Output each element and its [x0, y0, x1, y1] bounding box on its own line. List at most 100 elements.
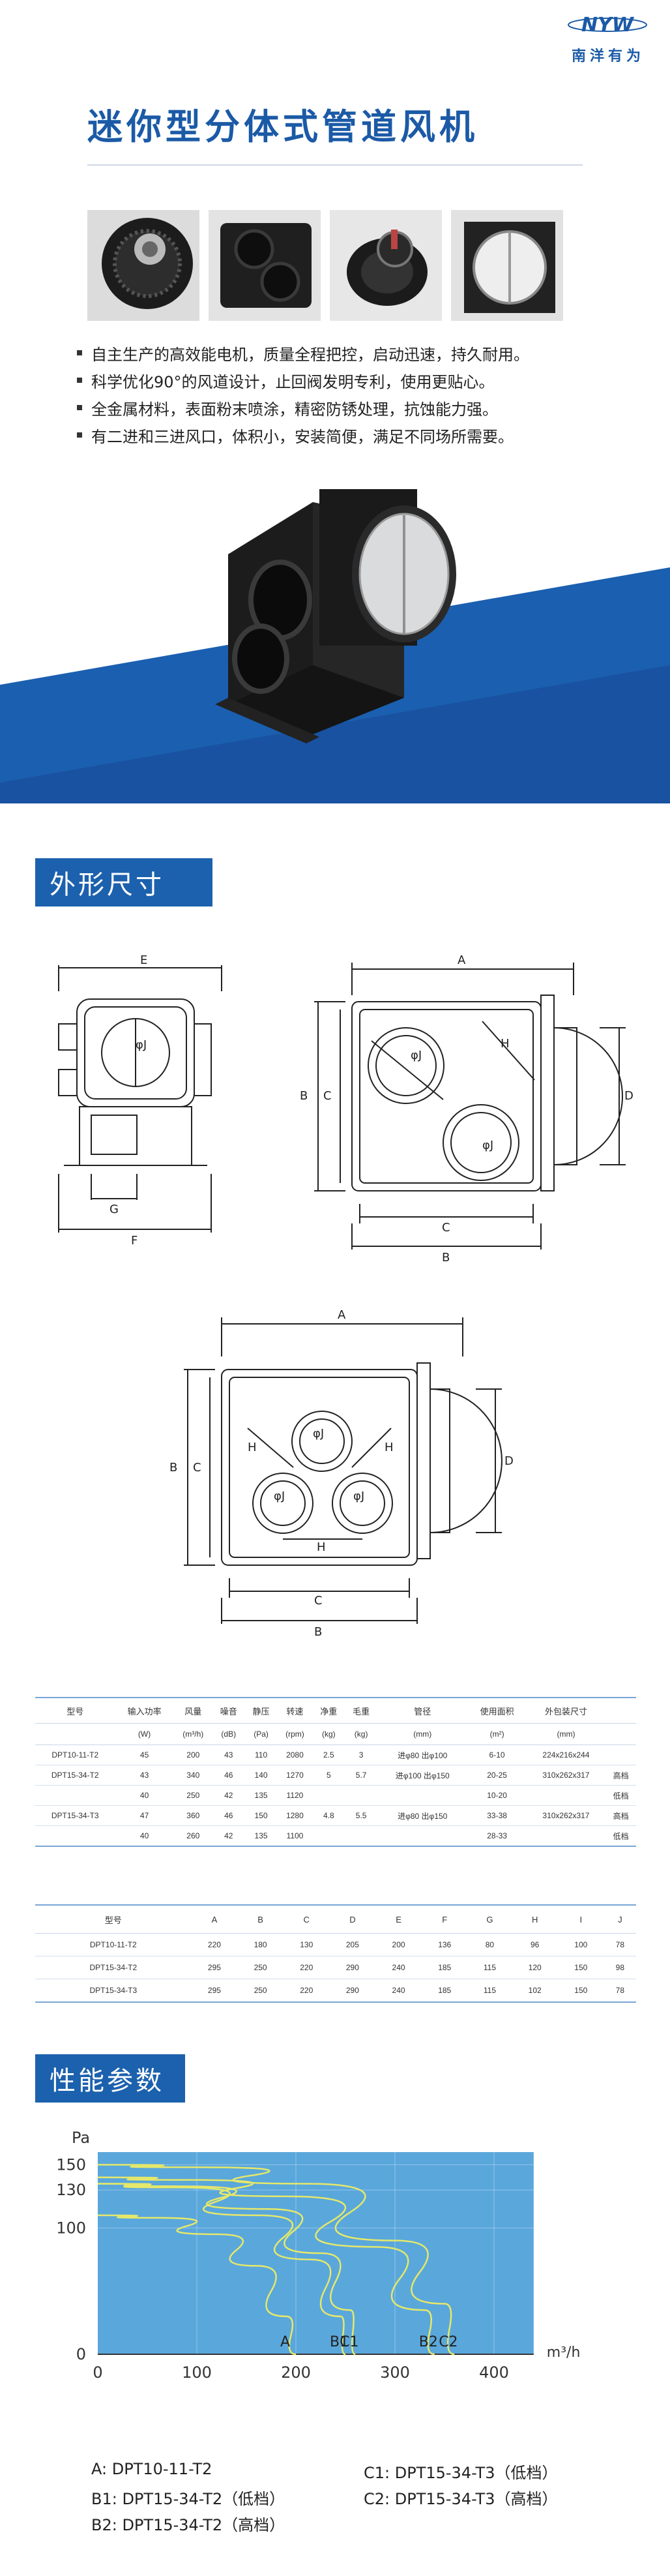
table-cell: 240: [375, 1979, 422, 2003]
table-cell: 78: [604, 1933, 636, 1956]
table-cell: 20-25: [467, 1765, 527, 1786]
table-cell: 250: [237, 1979, 284, 2003]
table-cell: 96: [512, 1933, 558, 1956]
table-cell: 340: [173, 1765, 212, 1786]
y-tick-label: 150: [56, 2155, 86, 2174]
col-header: 型号: [35, 1904, 192, 1934]
table-cell: 310x262x317: [526, 1805, 606, 1826]
table-cell: 250: [173, 1785, 212, 1806]
col-header: 静压: [244, 1697, 278, 1724]
title-divider: [87, 164, 583, 166]
table-cell: 295: [191, 1956, 238, 1979]
y-tick-label: 0: [76, 2345, 86, 2363]
table-cell: 进φ80 出φ100: [377, 1745, 468, 1765]
legend-item: C1: DPT15-34-T3（低档）: [364, 2464, 558, 2482]
bullet-icon: [77, 350, 82, 355]
table-cell: 120: [512, 1956, 558, 1979]
table-cell: 220: [283, 1956, 330, 1979]
unit-header: [605, 1723, 636, 1745]
table-cell: 40: [115, 1825, 174, 1847]
table-cell: 150: [557, 1956, 604, 1979]
dim3-H-left: H: [248, 1441, 257, 1454]
series-line-B2: [97, 2176, 435, 2356]
table-cell: [526, 1825, 606, 1847]
table-cell: 100: [557, 1933, 604, 1956]
unit-header: (mm): [526, 1723, 606, 1745]
table-cell: 1270: [277, 1765, 313, 1786]
table-cell: 205: [329, 1933, 376, 1956]
y-axis-label: Pa: [72, 2129, 90, 2147]
dim-H: H: [501, 1037, 510, 1051]
table-cell: 低档: [605, 1785, 636, 1806]
unit-header: (m³/h): [173, 1723, 212, 1745]
table-cell: [312, 1785, 345, 1806]
table-cell: 360: [173, 1805, 212, 1826]
bullet-icon: [77, 432, 82, 438]
y-tick-label: 100: [56, 2219, 86, 2237]
series-label-A: A: [280, 2334, 290, 2350]
col-header: [605, 1697, 636, 1724]
table-cell: 185: [421, 1979, 468, 2003]
table-cell: 250: [237, 1956, 284, 1979]
dim-F: F: [131, 1234, 138, 1248]
table-cell: 220: [283, 1979, 330, 2003]
table-cell: 110: [244, 1745, 278, 1765]
table-cell: 5: [312, 1765, 345, 1786]
x-tick-label: 200: [281, 2363, 311, 2382]
logo-mark-icon: NYW: [568, 14, 647, 37]
col-header: 转速: [277, 1697, 313, 1724]
table-cell: 进φ80 出φ150: [377, 1805, 468, 1826]
legend-item: C2: DPT15-34-T3（高档）: [364, 2490, 558, 2508]
x-tick-label: 400: [479, 2363, 509, 2382]
table-cell: 4.8: [312, 1805, 345, 1826]
x-axis-label: m³/h: [547, 2344, 581, 2361]
table-cell: [345, 1825, 378, 1847]
dim3-H: H: [317, 1540, 326, 1554]
x-tick-label: 100: [182, 2363, 212, 2382]
bullet-icon: [77, 378, 82, 383]
table-cell: DPT10-11-T2: [35, 1933, 192, 1956]
table-cell: 3: [345, 1745, 378, 1765]
table-cell: 高档: [605, 1765, 636, 1786]
table-cell: 1100: [277, 1825, 313, 1847]
page-title: 迷你型分体式管道风机: [87, 106, 478, 147]
table-cell: 42: [212, 1825, 245, 1847]
front-view-three-inlet-drawing: A B C D H H H φJ φJ φJ C B: [169, 1308, 514, 1639]
table-cell: 135: [244, 1825, 278, 1847]
dim3-phiJ-right: φJ: [353, 1490, 364, 1503]
table-cell: [526, 1785, 606, 1806]
section-header-dimensions: 外形尺寸: [35, 858, 212, 906]
feature-list: 自主生产的高效能电机，质量全程把控，启动迅速，持久耐用。 科学优化90°的风道设…: [77, 339, 637, 449]
series-label-C2: C2: [439, 2334, 458, 2350]
dim3-B: B: [169, 1461, 177, 1475]
table-cell: 6-10: [467, 1745, 527, 1765]
dim-C-bottom: C: [442, 1221, 450, 1235]
dim3-C-bottom: C: [314, 1594, 323, 1608]
table-cell: 220: [191, 1933, 238, 1956]
table-cell: 43: [212, 1745, 245, 1765]
unit-header: (kg): [312, 1723, 345, 1745]
series-line-C1: [97, 2183, 356, 2356]
table-cell: 5.7: [345, 1765, 378, 1786]
dim3-B-bottom: B: [314, 1625, 322, 1639]
table-cell: 180: [237, 1933, 284, 1956]
table-cell: 290: [329, 1979, 376, 2003]
table-cell: 150: [244, 1805, 278, 1826]
dim3-H-right: H: [385, 1441, 394, 1454]
dim-C: C: [323, 1089, 332, 1103]
feature-item: 全金属材料，表面粉末喷涂，精密防锈处理，抗蚀能力强。: [77, 394, 637, 421]
x-tick-label: 0: [93, 2363, 102, 2382]
check-valve-image: [451, 210, 563, 321]
table-cell: 78: [604, 1979, 636, 2003]
col-header: H: [512, 1904, 558, 1934]
feature-item: 自主生产的高效能电机，质量全程把控，启动迅速，持久耐用。: [77, 339, 637, 367]
dim3-A: A: [338, 1308, 346, 1322]
housing-interior-image: [209, 210, 321, 321]
brand-logo: NYW 南洋有为: [559, 8, 657, 67]
col-header: 管径: [377, 1697, 468, 1724]
table-cell: 47: [115, 1805, 174, 1826]
dim-E: E: [140, 953, 147, 967]
